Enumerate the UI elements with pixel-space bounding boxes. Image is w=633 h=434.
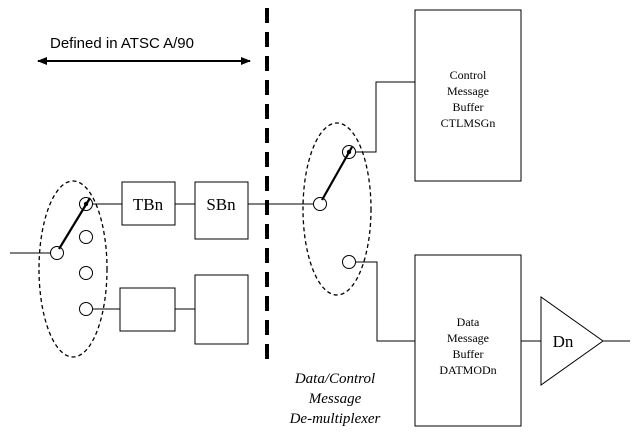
demux-lever (321, 146, 353, 201)
control-buffer-line2: Message (447, 84, 489, 98)
switch-contact-2 (79, 230, 93, 244)
wire-to-data-buffer (355, 261, 415, 342)
demux-ellipse (302, 122, 372, 296)
data-buffer-line4: DATMODn (439, 363, 496, 377)
demux-caption-line2: Message (308, 391, 362, 407)
smoothing-buffer-box (194, 181, 249, 240)
lower-transport-buffer-box (119, 287, 176, 332)
transport-buffer-box (121, 181, 176, 226)
selector-ellipse (38, 180, 108, 358)
control-buffer-label: Control Message Buffer CTLMSGn (441, 68, 496, 130)
switch-contact-4 (79, 302, 93, 316)
switch-pivot (50, 246, 64, 260)
switch-lever (58, 197, 91, 250)
demux-caption-line3: De-multiplexer (289, 411, 381, 427)
data-buffer-box (414, 254, 522, 427)
lower-smoothing-buffer-box (194, 274, 249, 345)
control-buffer-box (414, 9, 522, 182)
demux-lever-tip (346, 149, 352, 155)
control-buffer-line4: CTLMSGn (441, 116, 496, 130)
switch-lever-tip (83, 201, 89, 207)
scope-annotation: Defined in ATSC A/90 (37, 35, 251, 65)
wire-to-control-buffer (355, 81, 415, 153)
demux-caption: Data/Control Message De-multiplexer (289, 371, 381, 427)
smoothing-buffer-label: SBn (206, 195, 236, 214)
demux-pivot (313, 197, 327, 211)
transport-buffer-label: TBn (133, 195, 164, 214)
decoder-triangle (540, 296, 604, 386)
scope-label: Defined in ATSC A/90 (50, 35, 194, 52)
demux-caption-line1: Data/Control (294, 371, 375, 387)
data-buffer-line2: Message (447, 331, 489, 345)
switch-contact-3 (79, 266, 93, 280)
data-buffer-label: Data Message Buffer DATMODn (439, 315, 496, 377)
control-buffer-line3: Buffer (452, 100, 483, 114)
data-buffer-line1: Data (457, 315, 480, 329)
decoder-label: Dn (553, 332, 574, 351)
pid-selector (10, 180, 108, 358)
control-buffer-line1: Control (450, 68, 487, 82)
data-buffer-line3: Buffer (452, 347, 483, 361)
demux-selector (302, 122, 372, 296)
demux-contact-data (342, 255, 356, 269)
